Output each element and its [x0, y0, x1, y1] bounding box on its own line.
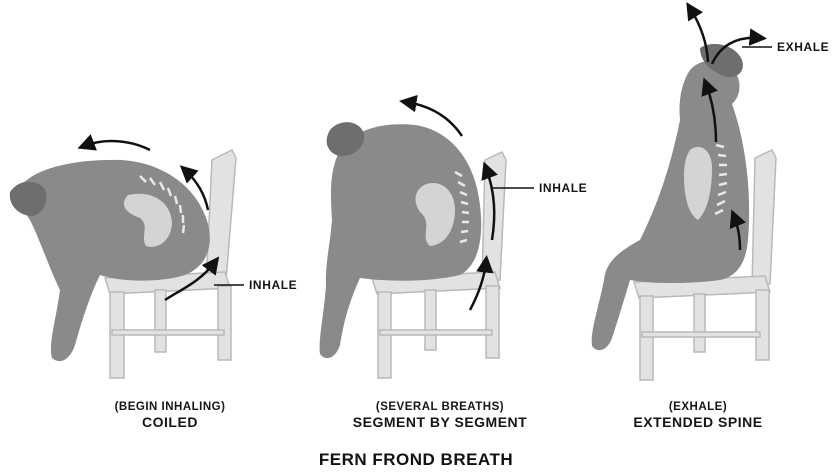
- figure-title: FERN FROND BREATH: [0, 450, 832, 470]
- panel-coiled: [10, 141, 244, 378]
- panel-extended: [592, 8, 776, 380]
- panel-segment: [320, 102, 534, 378]
- caption-segment-subtitle: (SEVERAL BREATHS): [330, 400, 550, 414]
- figure-extended: [592, 44, 749, 350]
- caption-coiled-subtitle: (BEGIN INHALING): [60, 400, 280, 414]
- caption-coiled-label: COILED: [60, 414, 280, 430]
- caption-extended-subtitle: (EXHALE): [588, 400, 808, 414]
- arrow-coiled-breath: [84, 141, 150, 150]
- callout-label-segment: INHALE: [539, 181, 587, 195]
- caption-extended-label: EXTENDED SPINE: [588, 414, 808, 430]
- caption-extended: (EXHALE) EXTENDED SPINE: [588, 400, 808, 430]
- caption-coiled: (BEGIN INHALING) COILED: [60, 400, 280, 430]
- callout-label-coiled: INHALE: [249, 278, 297, 292]
- caption-segment: (SEVERAL BREATHS) SEGMENT BY SEGMENT: [330, 400, 550, 430]
- figure-segment: [320, 122, 482, 358]
- callout-label-extended: EXHALE: [777, 40, 829, 54]
- caption-segment-label: SEGMENT BY SEGMENT: [330, 414, 550, 430]
